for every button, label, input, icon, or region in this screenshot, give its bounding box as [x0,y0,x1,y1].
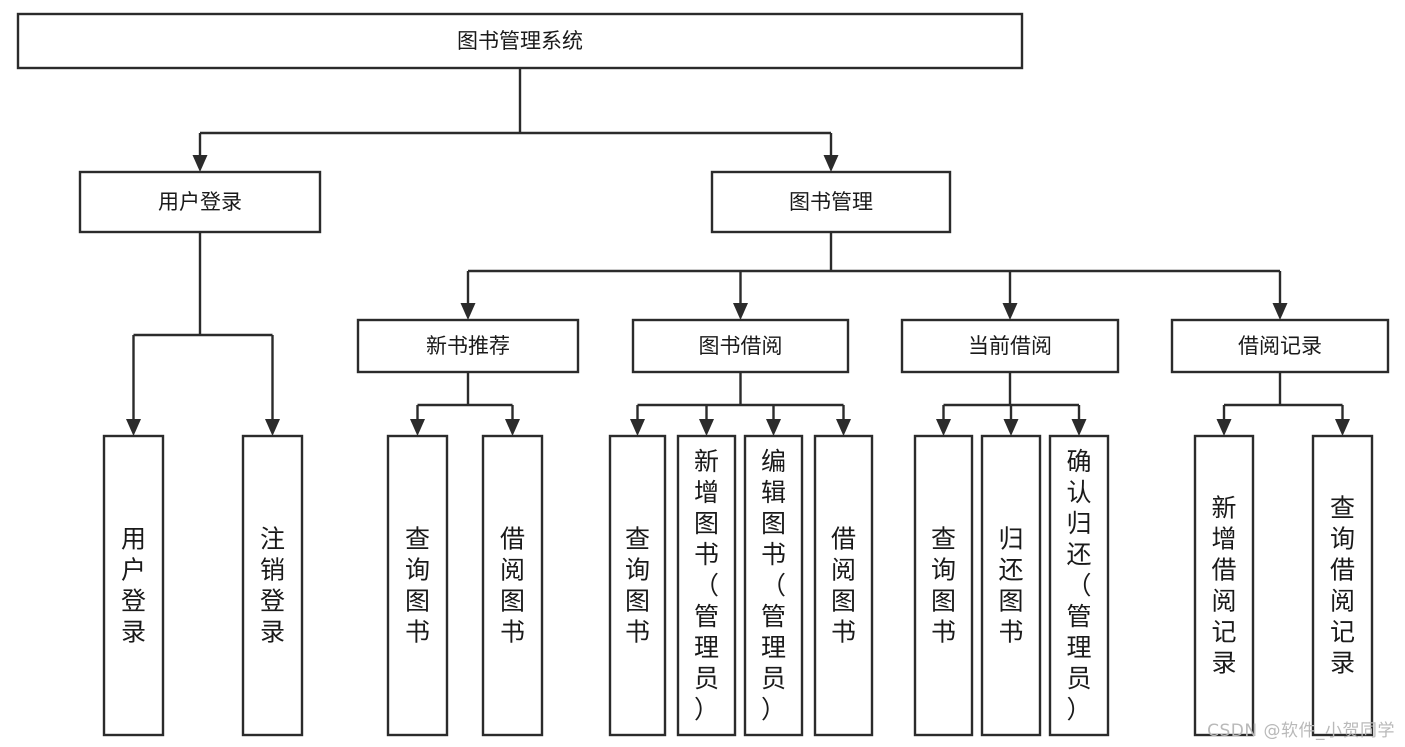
node-user-login-label: 用户登录 [158,190,242,214]
arrow-head-icon [936,419,951,436]
node-leaf-query-book-borrow-box[interactable] [608,434,667,737]
node-book-manage[interactable]: 图书管理 [710,170,952,234]
csdn-watermark: CSDN @软件_小贺同学 [1207,721,1395,741]
node-new-book-recommend-label: 新书推荐 [426,334,510,358]
node-new-book-recommend-box[interactable] [356,318,580,374]
conn-book-manage-to-level3 [460,232,1288,320]
node-borrow-record-box[interactable] [1170,318,1390,374]
conn-root-to-level2 [192,68,839,172]
node-leaf-edit-book-box[interactable] [743,434,804,737]
arrow-head-icon [192,155,208,172]
conn-book-borrow-to-leaves [630,372,851,436]
node-book-borrow[interactable]: 图书借阅 [631,318,850,374]
node-user-login-box[interactable] [78,170,322,234]
conn-user-login-to-leaves [126,232,280,436]
node-leaf-add-book-box[interactable] [676,434,737,737]
node-leaf-edit-book-label: 编辑图书（管理员） [761,447,786,724]
arrow-head-icon [410,419,425,436]
node-book-manage-box[interactable] [710,170,952,234]
node-leaf-confirm-return-box[interactable] [1048,434,1110,737]
node-leaf-query-borrow-record[interactable]: 查询借阅记录 [1311,434,1374,737]
arrow-head-icon [1002,303,1018,320]
node-book-borrow-label: 图书借阅 [699,334,783,358]
node-leaf-return-book[interactable]: 归还图书 [980,434,1042,737]
node-leaf-borrow-book-rec-label: 借阅图书 [500,525,525,647]
node-leaf-confirm-return[interactable]: 确认归还（管理员） [1048,434,1110,737]
node-book-borrow-box[interactable] [631,318,850,374]
node-root-root-label: 图书管理系统 [457,29,583,53]
node-leaf-confirm-return-label: 确认归还（管理员） [1066,447,1091,724]
conn-current-borrow-to-leaves [936,372,1087,436]
node-leaf-edit-book[interactable]: 编辑图书（管理员） [743,434,804,737]
node-leaf-user-login-label: 用户登录 [121,525,146,647]
node-root-root[interactable]: 图书管理系统 [16,12,1024,70]
node-leaf-query-borrow-record-label: 查询借阅记录 [1330,494,1355,678]
node-leaf-borrow-book-label: 借阅图书 [831,525,856,647]
arrow-head-icon [630,419,645,436]
arrow-head-icon [505,419,520,436]
arrow-head-icon [836,419,851,436]
node-leaf-borrow-book[interactable]: 借阅图书 [813,434,874,737]
node-leaf-add-borrow-record[interactable]: 新增借阅记录 [1193,434,1255,737]
arrow-head-icon [1216,419,1232,436]
node-book-manage-label: 图书管理 [789,190,873,214]
connectors-layer [126,68,1350,436]
node-leaf-add-borrow-record-box[interactable] [1193,434,1255,737]
arrow-head-icon [1071,419,1087,436]
node-leaf-borrow-book-rec-box[interactable] [481,434,544,737]
arrow-head-icon [1003,419,1019,436]
node-root-root-box[interactable] [16,12,1024,70]
conn-new-book-to-leaves [410,372,520,436]
node-leaf-query-book-borrow[interactable]: 查询图书 [608,434,667,737]
arrow-head-icon [699,419,714,436]
node-leaf-user-logout-box[interactable] [241,434,304,737]
node-leaf-user-login[interactable]: 用户登录 [102,434,165,737]
node-leaf-add-borrow-record-label: 新增借阅记录 [1211,494,1236,678]
node-leaf-query-book-current-label: 查询图书 [931,525,956,647]
node-leaf-user-logout[interactable]: 注销登录 [241,434,304,737]
node-current-borrow-label: 当前借阅 [968,334,1052,358]
arrow-head-icon [1272,303,1288,320]
arrow-head-icon [733,303,748,320]
node-leaf-borrow-book-box[interactable] [813,434,874,737]
node-current-borrow-box[interactable] [900,318,1120,374]
node-leaf-query-book-rec[interactable]: 查询图书 [386,434,449,737]
arrow-head-icon [823,155,839,172]
arrow-head-icon [265,419,280,436]
nodes-layer: 图书管理系统用户登录图书管理新书推荐图书借阅当前借阅借阅记录用户登录注销登录查询… [16,12,1390,737]
node-current-borrow[interactable]: 当前借阅 [900,318,1120,374]
arrow-head-icon [766,419,781,436]
node-new-book-recommend[interactable]: 新书推荐 [356,318,580,374]
node-leaf-add-book[interactable]: 新增图书（管理员） [676,434,737,737]
node-user-login[interactable]: 用户登录 [78,170,322,234]
node-leaf-query-borrow-record-box[interactable] [1311,434,1374,737]
arrow-head-icon [1335,419,1350,436]
node-leaf-user-login-box[interactable] [102,434,165,737]
node-leaf-query-book-rec-label: 查询图书 [405,525,430,647]
node-leaf-return-book-label: 归还图书 [998,525,1023,647]
arrow-head-icon [126,419,141,436]
node-leaf-query-book-current-box[interactable] [913,434,974,737]
node-leaf-return-book-box[interactable] [980,434,1042,737]
arrow-head-icon [460,303,476,320]
node-leaf-borrow-book-rec[interactable]: 借阅图书 [481,434,544,737]
node-leaf-user-logout-label: 注销登录 [260,525,285,647]
node-borrow-record-label: 借阅记录 [1238,334,1322,358]
node-leaf-query-book-rec-box[interactable] [386,434,449,737]
node-leaf-query-book-current[interactable]: 查询图书 [913,434,974,737]
node-borrow-record[interactable]: 借阅记录 [1170,318,1390,374]
node-leaf-add-book-label: 新增图书（管理员） [694,447,719,724]
conn-borrow-record-to-leaves [1216,372,1350,436]
node-leaf-query-book-borrow-label: 查询图书 [625,525,650,647]
